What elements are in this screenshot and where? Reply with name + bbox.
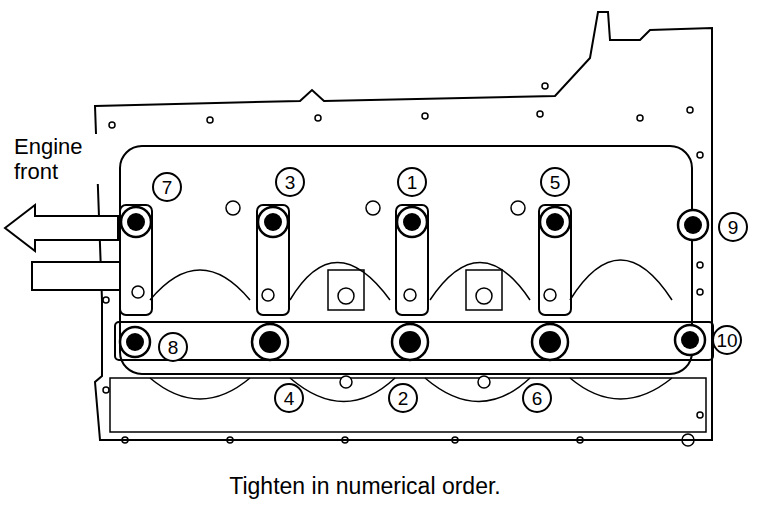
callout-number: 5 [540, 167, 570, 197]
caption: Tighten in numerical order. [229, 472, 500, 500]
callout-number: 1 [397, 167, 427, 197]
callout-number: 4 [274, 383, 304, 413]
callout-number: 6 [522, 383, 552, 413]
callout-number: 3 [275, 167, 305, 197]
callout-number: 8 [158, 332, 188, 362]
callout-number: 9 [718, 212, 748, 242]
direction-label: Engine front [14, 134, 114, 184]
callout-number: 2 [388, 383, 418, 413]
callout-number: 7 [152, 172, 182, 202]
callout-number: 10 [712, 325, 742, 355]
